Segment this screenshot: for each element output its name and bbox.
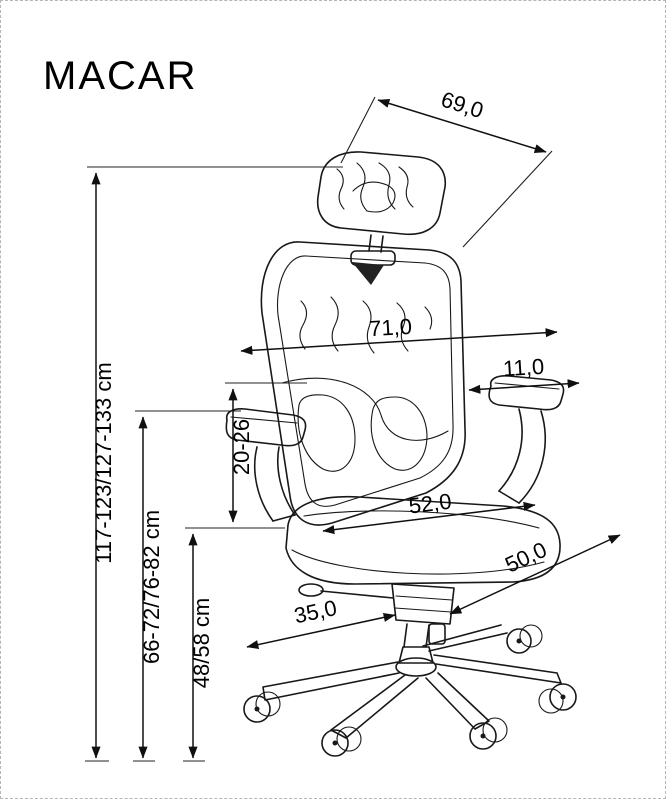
chair-gas-lift [398,623,434,664]
chair-mechanism [298,583,455,645]
brand-logo-mark [352,262,384,285]
dim-label-total-height: 117-123/127-133 cm [91,362,116,563]
dim-backrest-height: 66-72/76-82 cm [133,410,241,762]
chair-headrest [316,151,447,266]
chair-armrest-right [488,375,565,504]
dim-armrest-height: 20-26 [225,382,307,523]
dim-armrest-pad-width: 11,0 [468,354,580,394]
caster-front-right [469,722,497,750]
adjustment-lever-handle [298,583,324,597]
dim-seat-depth: 50,0 [449,534,621,615]
dim-depth: 69,0 [340,86,553,248]
caster-right [549,683,577,711]
dim-label-total-width: 71,0 [368,314,412,341]
dim-label-armrest-pad-width: 11,0 [502,354,545,382]
dim-label-depth: 69,0 [438,86,486,123]
caster-left [243,695,271,723]
caster-back [506,628,532,654]
dim-total-width: 71,0 [240,314,558,355]
dim-label-seat-height: 48/58 cm [189,598,214,689]
dim-label-base-leg: 35,0 [292,595,339,628]
dim-total-height: 117-123/127-133 cm [85,166,343,762]
chair-drawing [225,151,577,757]
dim-label-seat-width: 52,0 [407,489,453,519]
product-title: MACAR [43,54,197,98]
caster-front-left [321,729,349,757]
chair-base [243,624,577,757]
dim-label-backrest-height: 66-72/76-82 cm [139,510,164,664]
dim-label-armrest-height: 20-26 [229,419,254,475]
dim-seat-height: 48/58 cm [183,527,285,762]
tension-knob [428,623,446,645]
dim-seat-width: 52,0 [322,489,536,535]
dim-base-leg: 35,0 [246,595,396,650]
